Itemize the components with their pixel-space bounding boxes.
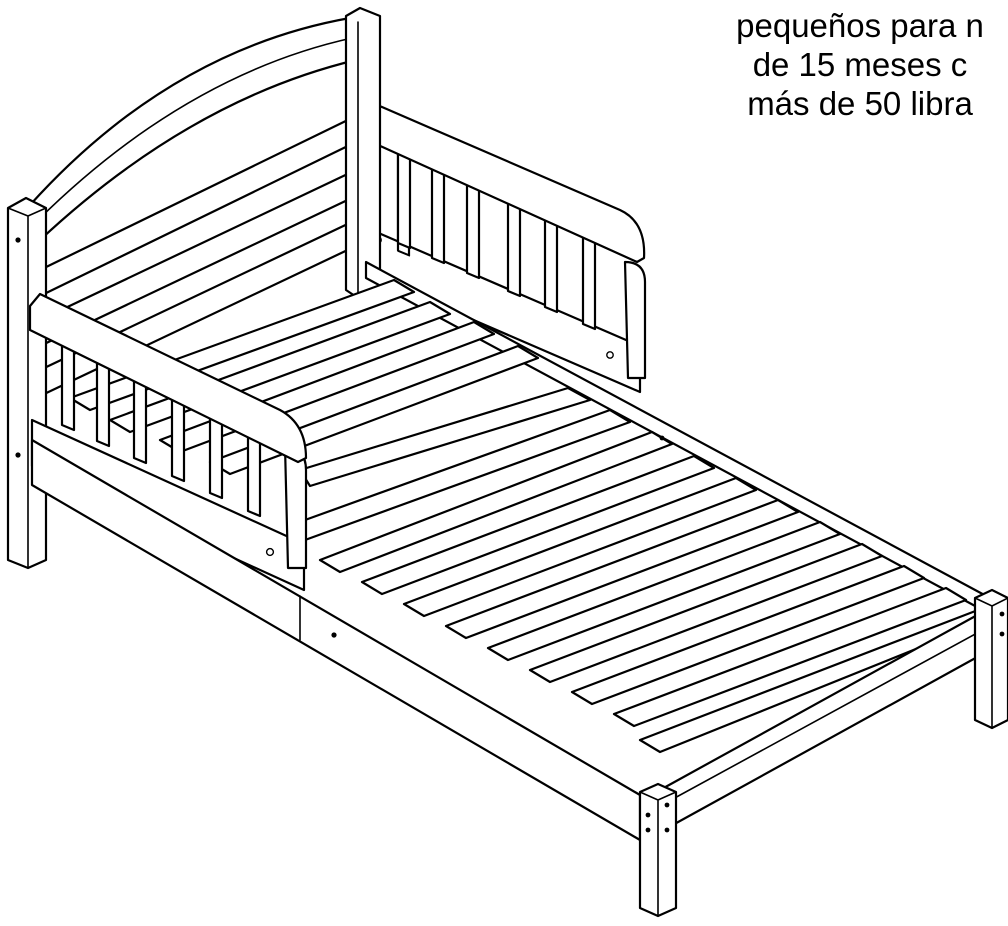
bed-slat [612,586,968,728]
near-guard-top-rail [28,292,308,464]
near-guard-end-post [283,444,308,570]
mattress-slats [68,278,990,754]
headboard-right-post [344,6,382,300]
far-guard-top-rail [365,102,646,264]
slat-screw [659,435,665,441]
near-guard-screw-hole [265,547,275,557]
footboard-edge [659,625,991,807]
bed-slat [486,520,842,662]
bed-slat [570,564,926,706]
far-side-guard-rail [365,102,647,394]
bed-slat [402,476,758,618]
caption-line-3: más de 50 libra [747,85,973,122]
warning-caption: pequeños para n de 15 meses c más de 50 … [600,6,1008,123]
far-guard-end-post [623,260,647,380]
front-foot-post-edge [639,791,677,917]
foot-posts [638,588,1008,918]
caption-line-2: de 15 meses c [752,46,968,83]
near-rail-bolt [331,632,337,638]
headboard-left-post-edge [7,207,47,569]
far-guard-screw-hole [606,351,614,359]
foot-post-bolt [664,802,670,808]
headboard-arch-bevel [37,37,353,221]
bed-slat [528,542,884,684]
caption-line-1: pequeños para n [736,7,984,44]
near-guard-top-rail-edge [29,329,299,463]
near-side-guard-rail [28,292,308,592]
foot-post-bolt [999,631,1005,637]
foot-post-bolt [645,827,651,833]
headboard-left-post [6,196,48,570]
bed-slat [444,498,800,640]
bed-slat [318,430,674,574]
foot-post-bolt [645,812,651,818]
foot-post-bolt [999,611,1005,617]
foot-post-bolt [664,827,670,833]
headboard [6,6,382,570]
left-post-bolt [15,452,21,458]
bed-slat [360,454,716,596]
far-guard-top-rail-edge [366,139,638,263]
left-post-bolt [15,237,21,243]
back-foot-post-edge [974,597,1008,729]
